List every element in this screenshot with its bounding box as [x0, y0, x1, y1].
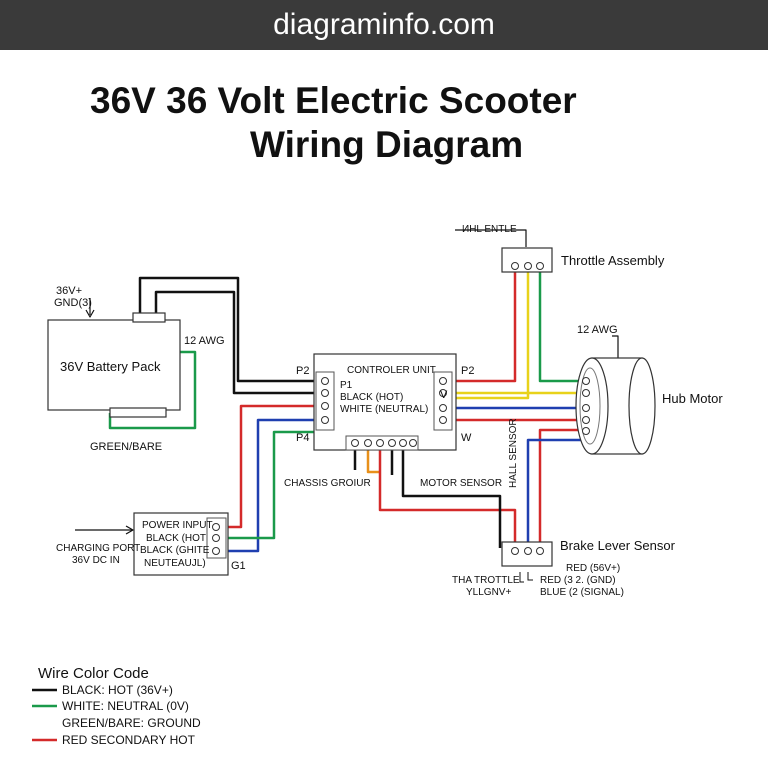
controller-p4: P4 — [296, 432, 309, 444]
wire-throttle-yellow — [448, 268, 530, 400]
wire-ctrl-red-brake — [378, 446, 517, 548]
power-input-line2: BLACK (GHITE — [140, 545, 210, 556]
legend-item-0: BLACK: HOT (36V+) — [62, 683, 173, 697]
wire-battery-ground — [108, 350, 197, 430]
throttle-label: Throttle Assembly — [561, 253, 665, 268]
motor-sensor-label: MOTOR SENSOR — [420, 478, 502, 489]
wire-hall-red — [538, 428, 583, 548]
controller-unit — [313, 353, 457, 451]
wire-throttle-green — [538, 268, 583, 383]
controller-p1-line2: WHITE (NEUTRAL) — [340, 404, 428, 415]
controller-v: V — [440, 389, 448, 401]
wire-battery-neutral — [154, 290, 322, 395]
power-input-g1: G1 — [231, 560, 246, 572]
wire-throttle-lead — [455, 229, 527, 247]
power-input-box — [133, 512, 229, 576]
wire-motor-lead — [612, 335, 619, 358]
controller-w: W — [461, 432, 472, 444]
brake-red-line2: RED (3 2. (GND) — [540, 575, 616, 586]
brake-blue-label: BLUE (2 (SIGNAL) — [540, 587, 624, 598]
wire-p4-blue — [222, 418, 322, 553]
brake-yellow-label: YLLGNV+ — [466, 587, 511, 598]
battery-pack — [47, 312, 181, 418]
controller-label: CONTROLER UNIT — [347, 365, 436, 376]
charging-volts-label: 36V DC IN — [72, 555, 120, 566]
battery-label: 36V Battery Pack — [60, 359, 161, 374]
controller-p2-right: P2 — [461, 365, 474, 377]
brake-thro-label: THA TROTTLE — [452, 575, 520, 586]
wire-p4-green — [222, 430, 322, 540]
battery-terminal-top: 36V+ — [56, 285, 82, 297]
throttle-assembly — [501, 247, 553, 273]
power-input-line1: BLACK (HOT — [146, 533, 206, 544]
controller-p2-left: P2 — [296, 365, 309, 377]
hall-sensor-label: HALL SENSOR — [508, 418, 519, 488]
charging-port-label: CHARGING PORT — [56, 543, 140, 554]
wire-motor-sensor — [401, 446, 502, 548]
diagram-title-line1: 36V 36 Volt Electric Scooter — [90, 80, 577, 121]
legend-item-3: RED SECONDARY HOT — [62, 733, 196, 747]
wire-hall-blue — [526, 438, 583, 548]
legend-item-2: GREEN/BARE: GROUND — [62, 716, 201, 730]
controller-p1-line1: BLACK (HOT) — [340, 392, 403, 403]
diagram-title-line2: Wiring Diagram — [250, 124, 524, 165]
power-input-line3: NEUTEAUJL) — [144, 558, 206, 569]
power-input-title: POWER INPUT — [142, 520, 213, 531]
battery-terminal-bottom: GND(3) — [54, 297, 92, 309]
legend-item-1: WHITE: NEUTRAL (0V) — [62, 699, 189, 713]
chassis-ground-label: CHASSIS GROIUR — [284, 478, 371, 489]
controller-p1: P1 — [340, 380, 353, 391]
battery-gauge: 12 AWG — [184, 335, 225, 347]
legend-title: Wire Color Code — [38, 665, 149, 682]
wire-throttle-red — [448, 268, 517, 383]
brake-label: Brake Lever Sensor — [560, 538, 676, 553]
brake-red-line1: RED (56V+) — [566, 563, 620, 574]
hub-motor-gauge: 12 AWG — [577, 324, 618, 336]
battery-ground-label: GREEN/BARE — [90, 441, 162, 453]
wire-orange — [366, 446, 380, 474]
wire-color-legend: Wire Color Code BLACK: HOT (36V+) WHITE:… — [32, 665, 201, 747]
hub-motor — [575, 357, 656, 455]
wire-p4-red — [222, 404, 322, 529]
hub-motor-label: Hub Motor — [662, 391, 723, 406]
wire-battery-hot — [138, 276, 322, 383]
throttle-top-label: ИHL ENTLE — [462, 224, 517, 235]
brake-lever-sensor — [501, 541, 553, 567]
site-banner: diagraminfo.com — [0, 0, 768, 50]
